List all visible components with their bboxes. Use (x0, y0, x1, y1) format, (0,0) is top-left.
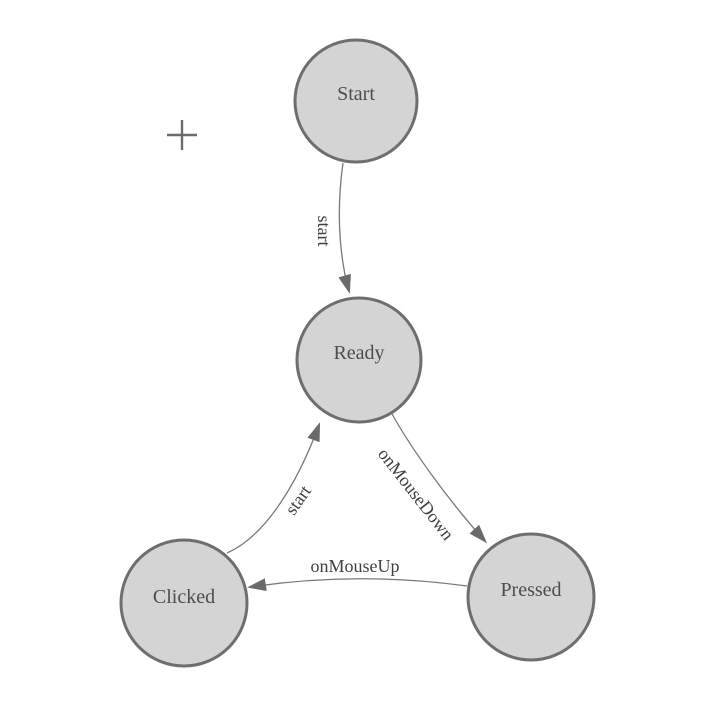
state-node-pressed[interactable]: Pressed (466, 532, 596, 662)
state-circle-ready[interactable] (295, 296, 423, 424)
state-circle-start[interactable] (293, 38, 419, 164)
edge-label-start-left: start (281, 482, 315, 519)
state-label-pressed: Pressed (500, 579, 561, 601)
edge-start-to-ready[interactable] (338, 162, 351, 294)
edge-ready-to-pressed[interactable] (390, 411, 488, 544)
state-circle-pressed[interactable] (466, 532, 596, 662)
edge-label-start-top: start (314, 216, 334, 247)
state-node-clicked[interactable]: Clicked (119, 538, 249, 668)
state-node-ready[interactable]: Ready (295, 296, 423, 424)
state-label-ready: Ready (333, 342, 384, 364)
state-label-start: Start (337, 83, 375, 105)
state-label-clicked: Clicked (153, 586, 215, 608)
edge-clicked-to-ready[interactable] (226, 422, 321, 554)
state-circle-clicked[interactable] (119, 538, 249, 668)
crosshair-icon (167, 120, 197, 150)
state-node-start[interactable]: Start (293, 38, 419, 164)
edge-pressed-to-clicked[interactable] (247, 578, 468, 592)
edge-label-onmouseup: onMouseUp (311, 556, 400, 576)
